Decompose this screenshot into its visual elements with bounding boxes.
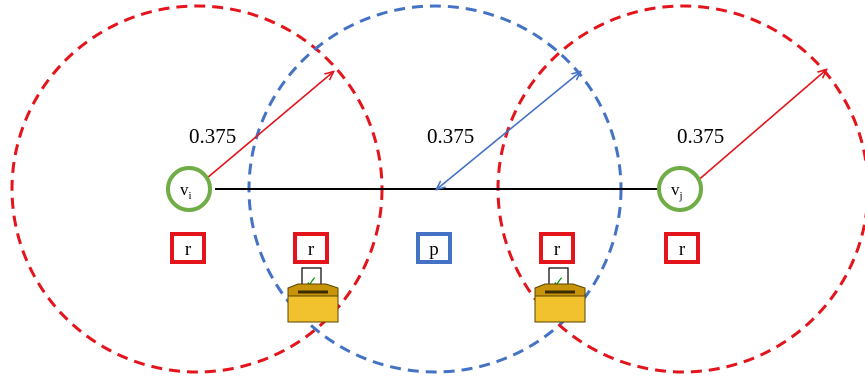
radius-label-p: 0.375 [427, 124, 474, 148]
svg-text:vj: vj [671, 180, 683, 202]
svg-text:r: r [185, 239, 192, 260]
box-r-4: r [664, 232, 700, 264]
radius-arrow-vi [194, 72, 333, 189]
svg-text:r: r [308, 239, 315, 260]
box-r-1: r [170, 232, 206, 264]
node-vj-subscript: j [679, 190, 683, 202]
ballot-box-right-icon: ✓ [534, 267, 586, 323]
svg-text:r: r [679, 239, 686, 260]
node-vi-letter: v [180, 180, 189, 199]
node-vi-subscript: i [189, 190, 192, 202]
node-vj-letter: v [671, 180, 680, 199]
radius-arrow-vj [688, 70, 826, 189]
node-vj: vj [657, 166, 703, 212]
radius-arrow-p [437, 72, 580, 189]
radius-label-vi: 0.375 [189, 124, 236, 148]
box-r-3: r [539, 232, 575, 264]
svg-text:p: p [429, 239, 439, 260]
box-p: p [416, 232, 452, 264]
node-vi: vi [166, 166, 212, 212]
svg-text:r: r [554, 239, 561, 260]
box-r-2: r [293, 232, 329, 264]
svg-text:vi: vi [180, 180, 192, 202]
ballot-box-left-icon: ✓ [287, 267, 339, 323]
radius-label-vj: 0.375 [677, 124, 724, 148]
